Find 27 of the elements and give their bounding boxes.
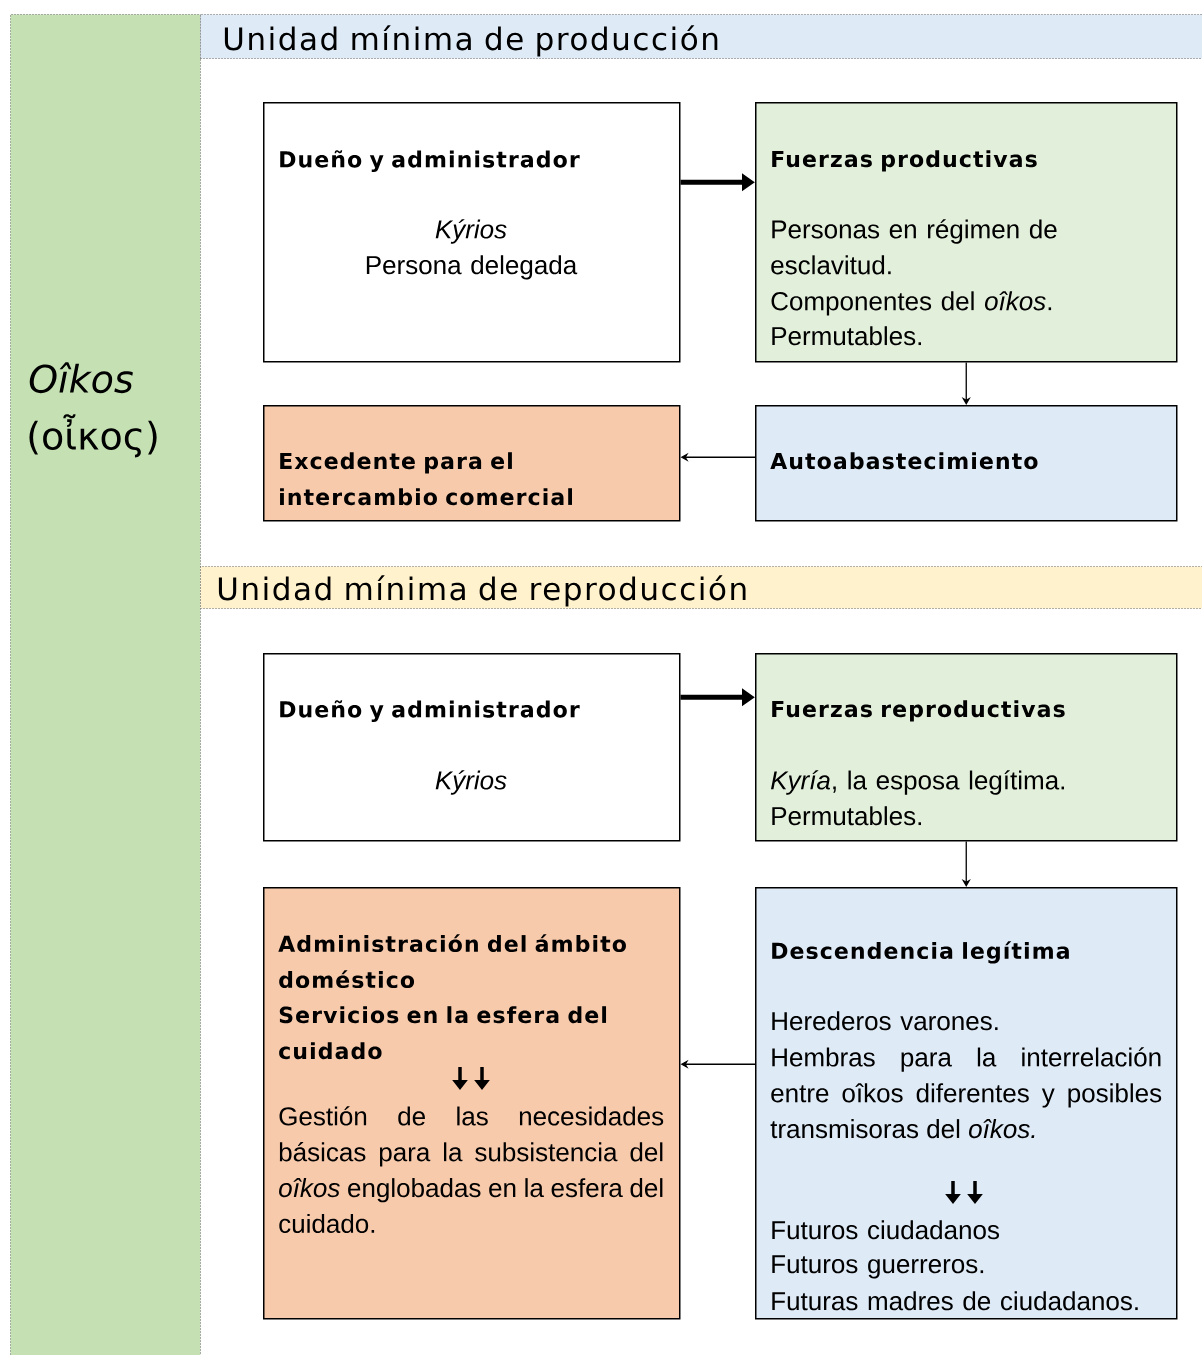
box-heading: Fuerzas reproductivas (772, 700, 1065, 722)
band-title: Unidad mínima de producción (224, 25, 718, 57)
box-heading: Descendencia legítima (772, 941, 1069, 964)
box-heading: Dueño y administrador (280, 700, 580, 723)
box-text: Kýrios (435, 770, 507, 795)
box-text: Futuros guerreros. (772, 1255, 984, 1279)
box-text: Permutables. (772, 806, 921, 826)
box-text: Futuras madres de ciudadanos. (772, 1291, 1138, 1311)
box-text: Futuros ciudadanos (772, 1220, 999, 1240)
box-heading: Administración del ámbito doméstico (278, 934, 626, 989)
box-text: Componentes del oîkos. (771, 291, 1052, 316)
box-text: Gestión de las necesidades básicas para la subsistencia del oîkos englobadas en la esfera del cuidado. (279, 1106, 664, 1233)
box-heading: Excedente para el intercambio comercial (280, 452, 572, 506)
side-title: (οἶκος) (29, 414, 157, 458)
box-text: Hembras para la interrelación entre oîkos diferentes y posibles transmisoras del oîkos. (770, 1047, 1162, 1139)
box-text: Kyría, la esposa legítima. (771, 770, 1064, 795)
box-heading: Dueño y administrador (280, 150, 580, 173)
box-text: Personas en régimen de esclavitud. (771, 219, 1057, 275)
box-heading: Autoabastecimiento (770, 452, 1038, 470)
box-heading: Servicios en la esfera del cuidado (279, 1006, 607, 1060)
box-text: Permutables. (772, 326, 921, 346)
box-text: Herederos varones. (772, 1011, 998, 1031)
box-text: Persona delegada (366, 255, 578, 280)
box-heading: Fuerzas productivas (772, 150, 1037, 172)
band-title: Unidad mínima de reproducción (218, 575, 746, 607)
box-text: Kýrios (435, 219, 507, 244)
side-title: Oîkos (29, 362, 133, 394)
